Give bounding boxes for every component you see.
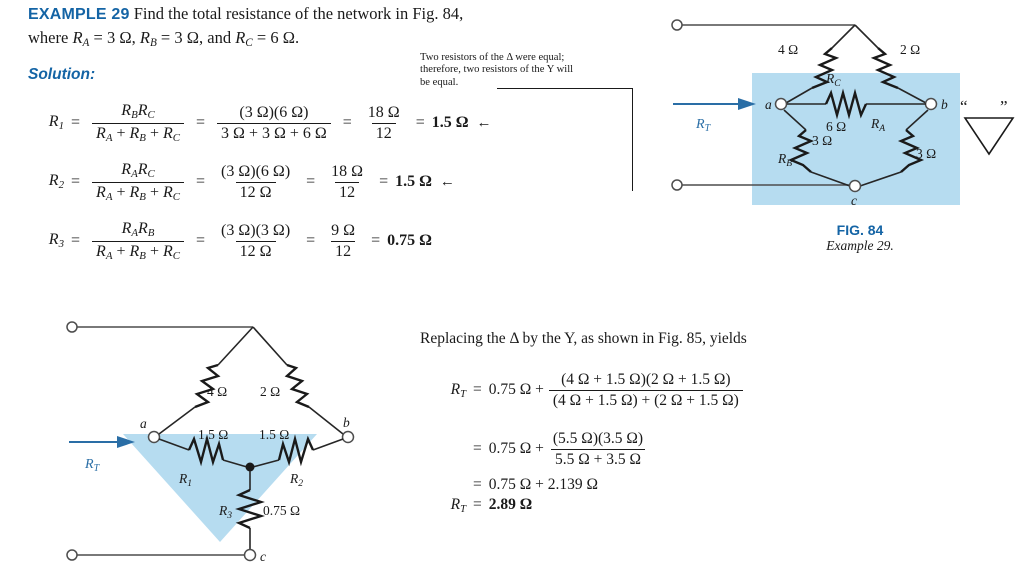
rb-symbol: RB bbox=[139, 28, 157, 50]
fig85-node-a bbox=[147, 430, 161, 444]
fig84-caption-text: Example 29. bbox=[826, 238, 894, 253]
bottom-terminal-icon bbox=[671, 179, 683, 191]
fig84-node-c bbox=[848, 179, 862, 193]
fig84-r-topright-value: 2 Ω bbox=[900, 42, 920, 57]
rt-calc-line-3: = 0.75 Ω + 2.139 Ω bbox=[473, 476, 599, 493]
r3-frac-symbolic: RARB RA + RB + RC bbox=[92, 220, 185, 262]
delta-symbol-illustration: “ ” bbox=[958, 96, 1020, 158]
rt-line2-prefix: 0.75 Ω + bbox=[488, 440, 544, 457]
fig84-node-a bbox=[774, 97, 788, 111]
inverted-triangle-icon bbox=[963, 117, 1015, 156]
fig85-rt-label: RT bbox=[84, 457, 101, 474]
fig84-rt-label: RT bbox=[695, 117, 712, 134]
fig84-r-topleft-value: 4 Ω bbox=[778, 42, 798, 57]
rc-value: = 6 Ω. bbox=[252, 28, 300, 47]
r2-arrow-icon: ← bbox=[439, 173, 455, 190]
fig85-node-a-label: a bbox=[140, 416, 147, 431]
fig85-r-topright-value: 2 Ω bbox=[260, 384, 280, 399]
fig85-node-c-label: c bbox=[260, 549, 266, 564]
rc-symbol: RC bbox=[235, 28, 253, 50]
fig85-r2-value: 1.5 Ω bbox=[259, 427, 289, 442]
fig84-node-a-label: a bbox=[765, 97, 772, 112]
example-number: 29 bbox=[111, 6, 130, 23]
quote-close: ” bbox=[1000, 97, 1008, 116]
r2-frac-symbolic: RARC RA + RB + RC bbox=[92, 161, 185, 203]
fig85-r-topleft-value: 4 Ω bbox=[207, 384, 227, 399]
r3-frac-reduced: 9 Ω 12 bbox=[331, 221, 356, 260]
resistance-equations: R1 = RBRC RA + RB + RC = (3 Ω)(6 Ω) 3 Ω … bbox=[30, 96, 492, 273]
top-terminal-icon bbox=[671, 19, 683, 31]
fig84-node-b bbox=[924, 97, 938, 111]
fig85-bottom-terminal-icon bbox=[66, 549, 78, 561]
note-line-1: Two resistors of the Δ were equal; bbox=[420, 52, 565, 63]
quote-open: “ bbox=[960, 97, 968, 116]
fig84-rc-value: 6 Ω bbox=[826, 119, 846, 134]
r1-frac-numeric: (3 Ω)(6 Ω) 3 Ω + 3 Ω + 6 Ω bbox=[217, 104, 331, 143]
fig84-ra-value: 3 Ω bbox=[916, 146, 936, 161]
note-line-2: therefore, two resistors of the Y will bbox=[420, 64, 574, 76]
ra-symbol: RA bbox=[72, 28, 90, 50]
r3-result: 0.75 Ω bbox=[387, 232, 432, 249]
r1-frac-reduced: 18 Ω 12 bbox=[367, 103, 400, 142]
y-highlight-region bbox=[123, 434, 317, 542]
r2-frac-numeric: (3 Ω)(6 Ω) 12 Ω bbox=[221, 162, 291, 201]
fig85-node-b-label: b bbox=[343, 415, 350, 430]
rt-calculation: RT = 0.75 Ω + (4 Ω + 1.5 Ω)(2 Ω + 1.5 Ω)… bbox=[430, 358, 748, 517]
fig84-circuit-diagram: 4 Ω 2 Ω a b RC 6 Ω RB 3 Ω RA 3 Ω c RT bbox=[660, 0, 1024, 215]
note-annotation: Two resistors of the Δ were equal; there… bbox=[420, 52, 632, 89]
rt-line1-prefix: 0.75 Ω + bbox=[488, 381, 544, 398]
r2-lhs: R2 bbox=[48, 172, 64, 192]
note-line-3: be equal. bbox=[420, 76, 459, 88]
fig84-rt-arrow-icon bbox=[738, 98, 756, 110]
rt-line3-text: 0.75 Ω + 2.139 Ω bbox=[488, 476, 599, 493]
rt-line1-fraction: (4 Ω + 1.5 Ω)(2 Ω + 1.5 Ω) (4 Ω + 1.5 Ω)… bbox=[548, 371, 743, 410]
rt-calc-line-2: = 0.75 Ω + (5.5 Ω)(3.5 Ω) 5.5 Ω + 3.5 Ω bbox=[430, 424, 748, 474]
fig85-r1-value: 1.5 Ω bbox=[198, 427, 228, 442]
rt-calc-line-4: RT = 2.89 Ω bbox=[450, 496, 533, 515]
r3-frac-numeric: (3 Ω)(3 Ω) 12 Ω bbox=[221, 221, 291, 260]
fig84-caption: FIG. 84 Example 29. bbox=[740, 222, 980, 254]
solution-label: Solution: bbox=[28, 66, 96, 83]
example-header: EXAMPLE 29 Find the total resistance of … bbox=[28, 2, 648, 55]
fig84-node-c-label: c bbox=[851, 193, 857, 208]
rt-line2-fraction: (5.5 Ω)(3.5 Ω) 5.5 Ω + 3.5 Ω bbox=[550, 429, 645, 468]
rt-lhs-2: RT bbox=[450, 496, 466, 515]
fig85-node-b bbox=[341, 430, 355, 444]
rb-value: = 3 Ω, and bbox=[156, 28, 236, 47]
r1-result: 1.5 Ω bbox=[431, 114, 469, 131]
fig85-rt-arrow-icon bbox=[117, 436, 135, 448]
fig85-node-c bbox=[243, 548, 257, 562]
example-tag: EXAMPLE bbox=[28, 6, 107, 23]
fig85-top-terminal-icon bbox=[66, 321, 78, 333]
fig84-rb-value: 3 Ω bbox=[812, 133, 832, 148]
equation-row-r3: R3 = RARB RA + RB + RC = (3 Ω)(3 Ω) 12 Ω… bbox=[48, 220, 432, 262]
r2-frac-reduced: 18 Ω 12 bbox=[331, 162, 364, 201]
fig85-r2-label: R2 bbox=[289, 471, 303, 489]
rt-final-result: 2.89 Ω bbox=[488, 496, 533, 514]
replacing-text: Replacing the Δ by the Y, as shown in Fi… bbox=[420, 330, 747, 347]
fig85-r3-value: 0.75 Ω bbox=[263, 503, 300, 518]
r1-frac-symbolic: RBRC RA + RB + RC bbox=[92, 102, 185, 144]
fig85-center-junction bbox=[245, 462, 255, 472]
r1-lhs: R1 bbox=[48, 113, 64, 133]
r1-arrow-icon: ← bbox=[476, 114, 492, 131]
equation-row-r1: R1 = RBRC RA + RB + RC = (3 Ω)(6 Ω) 3 Ω … bbox=[48, 102, 492, 144]
fig84-node-b-label: b bbox=[941, 97, 948, 112]
rt-calc-line-1: RT = 0.75 Ω + (4 Ω + 1.5 Ω)(2 Ω + 1.5 Ω)… bbox=[430, 358, 748, 422]
note-connector-bracket bbox=[497, 88, 633, 191]
equation-row-r2: R2 = RARC RA + RB + RC = (3 Ω)(6 Ω) 12 Ω… bbox=[48, 161, 455, 203]
r2-result: 1.5 Ω bbox=[395, 173, 432, 190]
example-prompt-line2-pre: where bbox=[28, 28, 73, 47]
fig84-number: FIG. 84 bbox=[836, 222, 884, 238]
fig85-circuit-diagram: 4 Ω 2 Ω a b 1.5 Ω R1 1.5 Ω R2 R3 0.75 Ω … bbox=[55, 312, 385, 574]
example-prompt-line1: Find the total resistance of the network… bbox=[133, 4, 464, 23]
ra-value: = 3 Ω, bbox=[89, 28, 140, 47]
rt-lhs-1: RT bbox=[450, 380, 466, 400]
r3-lhs: R3 bbox=[48, 231, 64, 251]
